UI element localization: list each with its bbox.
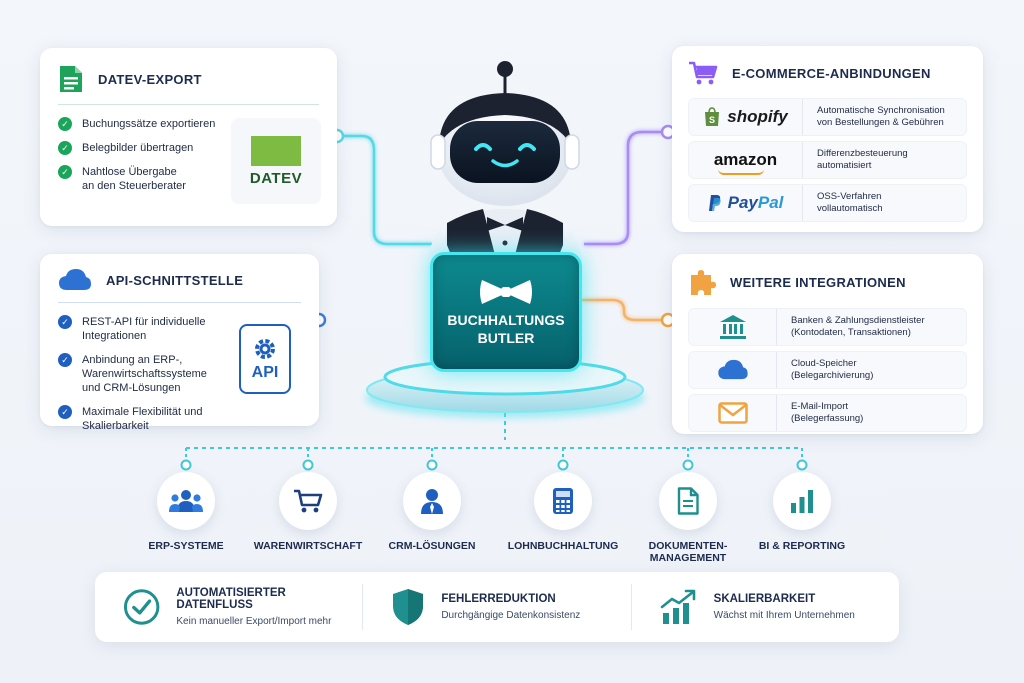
hub-title: BUCHHALTUNGS BUTLER [447,312,565,346]
more-integrations-card: WEITERE INTEGRATIONEN Banken & Zahlungsd… [672,254,983,434]
mail-icon [717,402,748,424]
document-icon [677,487,699,515]
datev-title: DATEV-EXPORT [98,71,202,87]
datev-logo-mark [251,135,301,166]
list-item: Cloud-Speicher (Belegarchivierung) [688,351,967,389]
cart-icon [294,489,323,513]
ecommerce-card: E-COMMERCE-ANBINDUNGEN S shopify Automat… [672,46,983,232]
person-icon [421,489,443,514]
svg-text:S: S [709,115,715,125]
more-integrations-list: Banken & Zahlungsdienstleister (Kontodat… [688,308,967,432]
cloud-icon [717,359,748,380]
more-title: WEITERE INTEGRATIONEN [730,274,906,290]
list-item: ✓Anbindung an ERP-, Warenwirtschaftssyst… [58,353,228,395]
growth-chart-icon [660,589,695,624]
list-item: ✓Buchungssätze exportieren [58,117,319,131]
benefit-scalability: SKALIERBARKEIT Wächst mit Ihrem Unterneh… [630,584,899,630]
api-logo: API [239,324,291,394]
benefit-automated-dataflow: AUTOMATISIERTER DATENFLUSS Kein manuelle… [95,584,362,630]
paypal-p-icon [708,195,721,211]
list-item: E-Mail-Import (Belegerfassung) [688,394,967,432]
category-erp[interactable]: ERP-SYSTEME [126,472,246,552]
api-feature-list: ✓REST-API für individuelle Integrationen… [58,315,228,433]
datev-export-card: DATEV-EXPORT ✓Buchungssätze exportieren … [40,48,337,226]
robot-butler-illustration [365,61,645,418]
datev-logo-text: DATEV [249,169,303,187]
list-item: ✓REST-API für individuelle Integrationen [58,315,228,343]
bar-chart-icon [791,490,813,513]
api-logo-text: API [251,364,279,381]
list-item: S shopify Automatische Synchronisation v… [688,98,967,136]
amazon-logo: amazon [689,142,803,178]
spreadsheet-icon [60,66,82,92]
users-icon [169,490,203,512]
gear-icon [255,339,275,359]
list-item: Banken & Zahlungsdienstleister (Kontodat… [688,308,967,346]
check-icon: ✓ [58,141,72,155]
wire-bottom-nodes [180,459,808,471]
datev-logo: DATEV [231,118,321,204]
calculator-icon [553,488,573,514]
shopify-bag-icon: S [705,107,720,126]
cloud-icon [59,269,91,290]
wire-more [582,298,668,322]
category-warenwirtschaft[interactable]: WARENWIRTSCHAFT [248,472,368,552]
list-item: ✓Nahtlose Übergabe an den Steuerberater [58,165,319,193]
amazon-smile-icon [717,169,764,175]
list-item: ✓Belegbilder übertragen [58,141,319,155]
category-lohnbuchhaltung[interactable]: LOHNBUCHHALTUNG [503,472,623,552]
list-item: ✓Maximale Flexibilität und Skalierbarkei… [58,405,228,433]
datev-feature-list: ✓Buchungssätze exportieren ✓Belegbilder … [58,117,319,193]
wire-bottom-drops [185,448,803,462]
check-icon: ✓ [58,405,72,419]
api-title: API-SCHNITTSTELLE [106,272,244,288]
list-item: PayPal OSS-Verfahren vollautomatisch [688,184,967,222]
paypal-logo: PayPal [689,185,803,221]
benefit-error-reduction: FEHLERREDUKTION Durchgängige Datenkonsis… [362,584,630,630]
check-icon: ✓ [58,117,72,131]
bank-icon [719,315,746,339]
check-icon: ✓ [58,353,72,367]
benefits-bar: AUTOMATISIERTER DATENFLUSS Kein manuelle… [95,572,899,642]
wire-datev [337,134,432,246]
check-circle-icon [123,589,160,625]
category-crm[interactable]: CRM-LÖSUNGEN [372,472,492,552]
check-icon: ✓ [58,315,72,329]
puzzle-icon [691,270,716,295]
shopify-logo: S shopify [689,99,803,135]
check-icon: ✓ [58,165,72,179]
list-item: amazon Differenzbesteuerung automatisier… [688,141,967,179]
wire-ecom [584,130,668,246]
category-dokumentenmanagement[interactable]: DOKUMENTEN- MANAGEMENT [628,472,748,564]
shield-icon [393,589,424,625]
ecommerce-list: S shopify Automatische Synchronisation v… [688,98,967,222]
api-interface-card: API-SCHNITTSTELLE ✓REST-API für individu… [40,254,319,432]
buchhaltungs-butler-hub[interactable]: BUCHHALTUNGS BUTLER [430,252,582,372]
bow-tie-icon [480,280,532,304]
category-bi-reporting[interactable]: BI & REPORTING [742,472,862,552]
ecommerce-title: E-COMMERCE-ANBINDUNGEN [732,65,931,81]
shopping-cart-icon [689,61,718,85]
